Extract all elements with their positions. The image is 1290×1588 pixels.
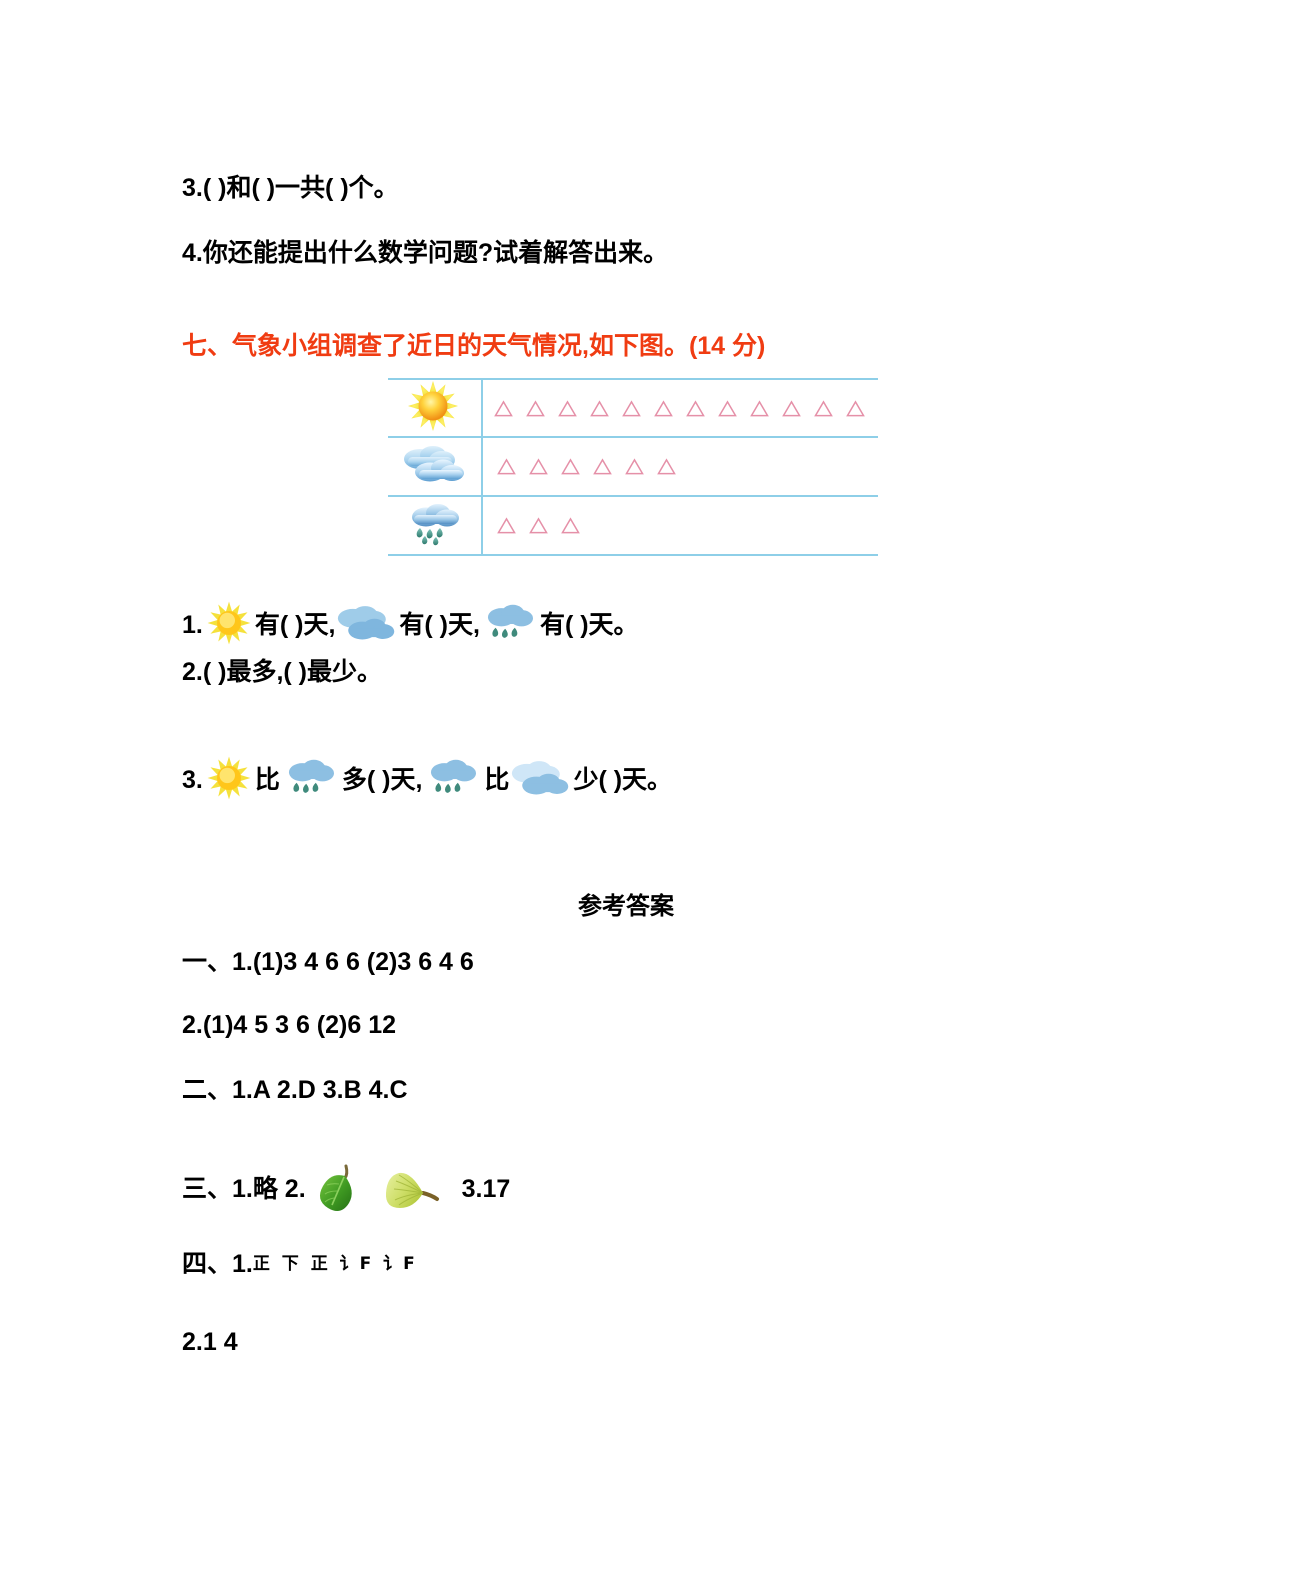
answer-line-5: 四、1. 正 下 正 讠F 讠F (182, 1252, 418, 1277)
cloudy-icon (402, 442, 468, 491)
sun-icon (205, 755, 253, 806)
chart-row-rain-symbols (481, 516, 878, 534)
chart-rule-2 (388, 495, 878, 497)
tally-triangle (497, 516, 516, 533)
answer-line-6: 2.1 4 (182, 1328, 238, 1356)
rain-icon (425, 755, 481, 806)
rain-icon (283, 755, 339, 806)
tally-triangle (494, 399, 513, 416)
chart-row-cloudy (388, 438, 878, 494)
chart-row-cloudy-icon-cell (388, 442, 481, 491)
tally-triangle (625, 457, 644, 474)
question-3-text: 3.( )和( )一共( )个。 (182, 174, 399, 202)
chart-row-sun-icon-cell (388, 380, 478, 437)
question-4-text: 4.你还能提出什么数学问题?试着解答出来。 (182, 239, 669, 267)
answer-line-5-tally-marks: 正 下 正 讠F 讠F (252, 1254, 418, 1274)
tally-triangle (654, 399, 673, 416)
section-seven-heading: 七、气象小组调查了近日的天气情况,如下图。(14 分) (182, 332, 766, 360)
chart-row-rain (388, 497, 878, 553)
chart-question-3: 3. 比 (182, 755, 672, 806)
ginkgo-leaf-icon (382, 1159, 446, 1220)
tally-triangle (561, 457, 580, 474)
chart-question-3-shao: 少( )天。 (573, 766, 673, 794)
chart-question-3-duo: 多( )天, (341, 766, 423, 794)
tally-triangle (558, 399, 577, 416)
tally-triangle (846, 399, 865, 416)
tally-triangle (657, 457, 676, 474)
sun-icon (405, 380, 461, 437)
chart-question-3-bi-2: 比 (484, 766, 510, 794)
tally-triangle (718, 399, 737, 416)
tally-triangle (561, 516, 580, 533)
rain-icon (406, 499, 464, 552)
chart-rule-top (388, 378, 878, 380)
answer-line-4-prefix: 三、1.略 2. (182, 1175, 306, 1203)
answer-line-4: 三、1.略 2. (182, 1158, 510, 1221)
tally-triangle (593, 457, 612, 474)
tally-triangle (686, 399, 705, 416)
tally-triangle (814, 399, 833, 416)
chart-row-cloudy-symbols (481, 457, 878, 475)
chart-question-1: 1. 有 (182, 600, 639, 651)
chart-question-3-number: 3. (182, 766, 203, 794)
chart-question-1-seg1: 有( )天, (254, 611, 336, 639)
chart-question-1-seg3: 有( )天。 (539, 611, 639, 639)
green-leaf-icon (312, 1158, 370, 1221)
answer-line-2: 2.(1)4 5 3 6 (2)6 12 (182, 1011, 397, 1039)
chart-question-1-seg2: 有( )天, (399, 611, 480, 639)
chart-question-2: 2.( )最多,( )最少。 (182, 658, 382, 686)
answers-title: 参考答案 (578, 893, 674, 920)
tally-triangle (529, 457, 548, 474)
weather-pictograph-chart (388, 378, 878, 556)
tally-triangle (622, 399, 641, 416)
answer-line-3: 二、1.A 2.D 3.B 4.C (182, 1076, 408, 1104)
chart-row-rain-icon-cell (388, 499, 481, 552)
chart-rule-1 (388, 436, 878, 438)
cloudy-icon (510, 757, 572, 804)
tally-triangle (750, 399, 769, 416)
cloudy-icon (336, 602, 398, 649)
answer-line-1: 一、1.(1)3 4 6 6 (2)3 6 4 6 (182, 948, 474, 976)
chart-question-1-number: 1. (182, 611, 203, 639)
rain-icon (482, 600, 538, 651)
chart-question-3-bi-1: 比 (254, 766, 280, 794)
chart-row-sun (388, 380, 878, 436)
tally-triangle (782, 399, 801, 416)
chart-row-sun-symbols (478, 399, 878, 417)
chart-rule-bottom (388, 554, 878, 556)
chart-rule-vertical (481, 380, 483, 554)
answer-line-5-prefix: 四、1. (182, 1250, 253, 1278)
sun-icon (205, 600, 253, 651)
tally-triangle (497, 457, 516, 474)
answer-line-4-suffix: 3.17 (461, 1175, 511, 1203)
tally-triangle (529, 516, 548, 533)
tally-triangle (590, 399, 609, 416)
tally-triangle (526, 399, 545, 416)
